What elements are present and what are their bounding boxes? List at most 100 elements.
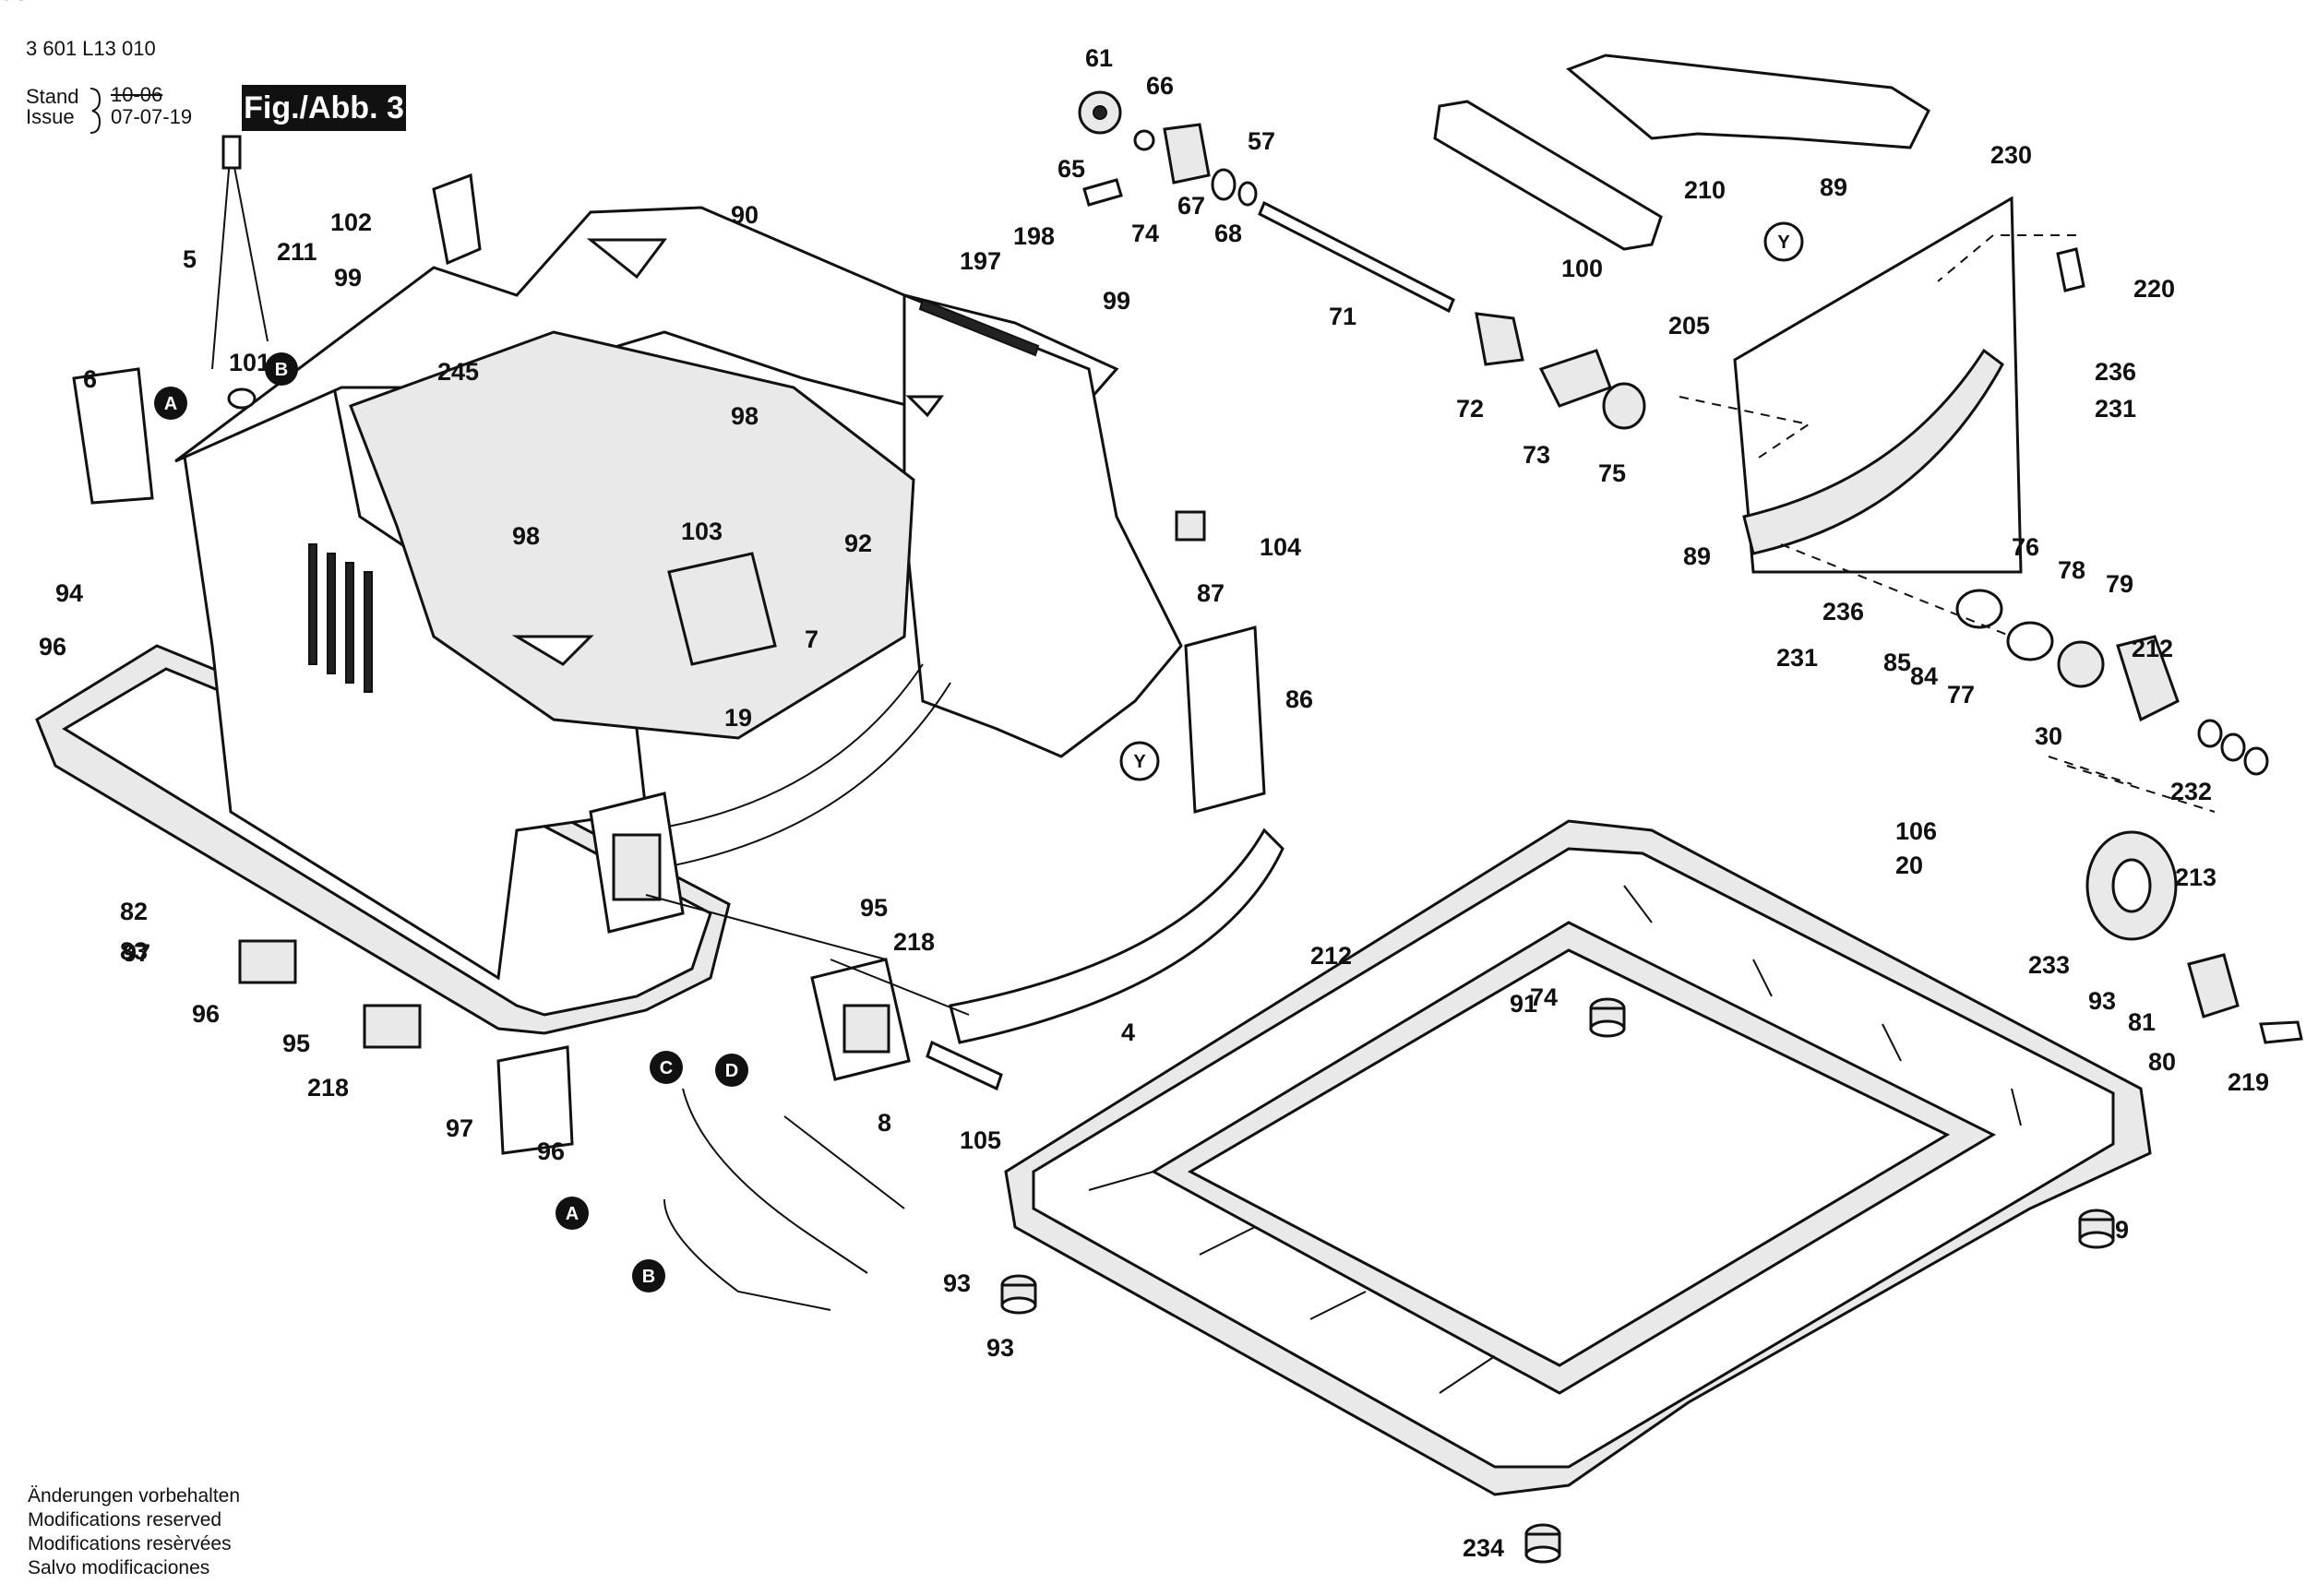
part-number-231: 231 — [1776, 644, 1818, 672]
part-number-99: 99 — [1103, 287, 1130, 315]
part-number-75: 75 — [1598, 459, 1626, 487]
part-number-97: 97 — [123, 939, 150, 967]
cable-a-b — [663, 1198, 831, 1311]
power-cord-5 — [211, 147, 269, 370]
link-bar-100 — [1433, 100, 1663, 251]
svg-text:A: A — [164, 394, 177, 414]
washer-76 — [1955, 589, 2003, 629]
part-number-94: 94 — [55, 579, 83, 607]
footer-line-de: Änderungen vorbehalten — [28, 1485, 241, 1507]
part-number-96: 96 — [192, 1000, 220, 1028]
washer-77 — [2006, 621, 2054, 661]
rubber-feet — [1000, 997, 2115, 1564]
washer-78 — [2057, 640, 2105, 688]
part-number-6: 6 — [83, 365, 97, 393]
part-number-86: 86 — [1285, 685, 1313, 713]
part-number-65: 65 — [1057, 155, 1085, 183]
part-number-8: 8 — [878, 1109, 891, 1137]
part-number-236: 236 — [1822, 598, 1864, 625]
part-number-93: 93 — [943, 1269, 971, 1297]
part-number-104: 104 — [1260, 533, 1301, 561]
document-number: 3 601 L13 010 — [26, 37, 156, 60]
part-number-19: 19 — [724, 704, 752, 732]
part-number-245: 245 — [437, 358, 479, 386]
part-number-197: 197 — [960, 247, 1001, 275]
screw-91 — [926, 1040, 1003, 1091]
knob-79 — [2116, 635, 2180, 722]
part-number-79: 79 — [2106, 570, 2133, 598]
part-number-98: 98 — [731, 402, 759, 430]
sleeve-82 — [2187, 953, 2240, 1018]
bevel-plate-230 — [1733, 196, 2023, 574]
svg-text:B: B — [642, 1267, 655, 1287]
part-number-68: 68 — [1214, 220, 1242, 247]
part-number-212: 212 — [2132, 635, 2173, 662]
label-plate — [1184, 625, 1266, 814]
issue-label: Issue — [26, 105, 75, 128]
part-number-74: 74 — [1131, 220, 1159, 247]
table-housing — [35, 206, 1183, 1035]
footer-line-en: Modifications reserved — [28, 1509, 222, 1530]
screw-220 — [2056, 247, 2085, 292]
part-number-234: 234 — [1463, 1534, 1504, 1562]
part-number-4: 4 — [1121, 1018, 1135, 1046]
part-number-93: 93 — [0, 0, 28, 6]
part-number-102: 102 — [330, 208, 372, 236]
svg-text:A: A — [566, 1204, 579, 1224]
part-number-219: 219 — [2228, 1068, 2269, 1096]
cable-105 — [682, 1088, 868, 1274]
part-number-103: 103 — [681, 518, 723, 545]
sleeve-72 — [1475, 312, 1524, 366]
part-number-236: 236 — [2095, 358, 2136, 386]
part-number-220: 220 — [2133, 275, 2175, 303]
shaft-71 — [1258, 200, 1455, 314]
part-number-211: 211 — [277, 238, 317, 266]
part-number-83: 83 — [120, 937, 148, 965]
part-number-71: 71 — [1329, 303, 1356, 330]
cover-strip — [949, 828, 1284, 1044]
part-number-100: 100 — [1561, 255, 1603, 282]
part-number-95: 95 — [860, 894, 888, 922]
part-number-218: 218 — [893, 928, 935, 956]
part-number-89: 89 — [1683, 542, 1711, 570]
rod-198 — [918, 298, 1040, 357]
sticker-8 — [496, 1045, 574, 1155]
part-number-77: 77 — [1947, 681, 1975, 709]
part-number-66: 66 — [1146, 72, 1174, 100]
part-number-85: 85 — [1883, 649, 1911, 676]
block-95b — [363, 1004, 422, 1049]
wrench-210 — [1566, 54, 1930, 149]
part-number-93: 93 — [986, 1334, 1014, 1362]
part-number-230: 230 — [1990, 141, 2032, 169]
part-number-97: 97 — [446, 1114, 473, 1142]
part-number-81: 81 — [2128, 1008, 2156, 1036]
spring-75 — [1602, 382, 1646, 430]
part-number-198: 198 — [1013, 222, 1055, 250]
part-number-232: 232 — [2170, 778, 2212, 805]
clip-94 — [1175, 510, 1206, 542]
part-number-72: 72 — [1456, 395, 1484, 423]
part-number-99: 99 — [334, 264, 362, 292]
footer-line-es: Salvo modificaciones — [28, 1557, 210, 1578]
connector-markers: A B C D A B Y Y — [154, 221, 1804, 1292]
part-number-90: 90 — [731, 201, 759, 229]
part-number-7: 7 — [805, 625, 818, 653]
part-number-93: 93 — [2088, 987, 2116, 1015]
part-number-233: 233 — [2028, 951, 2070, 979]
box-92 — [667, 552, 777, 666]
screw-83 — [2259, 1020, 2303, 1044]
part-number-20: 20 — [1895, 852, 1923, 879]
part-number-80: 80 — [2148, 1048, 2176, 1076]
part-number-205: 205 — [1668, 312, 1710, 339]
part-number-67: 67 — [1177, 192, 1205, 220]
handle-245 — [72, 367, 154, 505]
part-number-105: 105 — [960, 1126, 1001, 1154]
part-number-98: 98 — [512, 522, 540, 550]
stand-date: 10-06 — [111, 83, 163, 106]
bracket-67 — [1163, 123, 1211, 185]
stand-label: Stand — [26, 85, 79, 108]
clamp-102 — [432, 173, 482, 266]
part-number-9: 9 — [2115, 1216, 2129, 1244]
screw-65 — [1082, 178, 1123, 207]
